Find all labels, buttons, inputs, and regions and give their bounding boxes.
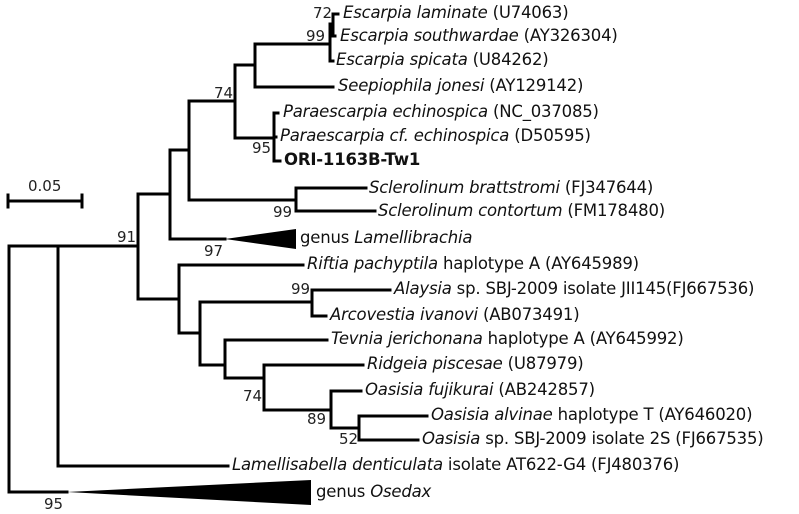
taxon-label: Arcovestia ivanovi (AB073491) [330,305,580,324]
collapsed-clade-lamellibrachia [225,229,296,249]
collapsed-clade-label: genus Lamellibrachia [300,228,473,247]
bootstrap-value: 74 [214,84,234,102]
taxon-label: Escarpia southwardae (AY326304) [340,26,618,45]
taxon-label: Oasisia alvinae haplotype T (AY646020) [431,405,753,424]
taxon-label: Oasisia sp. SBJ-2009 isolate 2S (FJ66753… [422,429,764,448]
taxon-label: Sclerolinum brattstromi (FJ347644) [369,178,654,197]
taxon-label: Sclerolinum contortum (FM178480) [378,201,665,220]
collapsed-clade-label: genus Osedax [316,482,432,501]
taxon-label: Ridgeia piscesae (U87979) [367,354,584,373]
taxon-label: Oasisia fujikurai (AB242857) [365,380,595,399]
bootstrap-value: 52 [339,430,359,448]
taxon-label: Seepiophila jonesi (AY129142) [338,76,584,95]
taxon-label: Riftia pachyptila haplotype A (AY645989) [307,254,639,273]
bootstrap-value: 89 [307,410,327,428]
bootstrap-value: 99 [291,280,311,298]
bootstrap-value: 99 [273,203,293,221]
bootstrap-value: 99 [306,27,326,45]
bootstrap-value: 97 [204,242,224,260]
bootstrap-value: 95 [252,139,272,157]
bootstrap-value: 95 [44,495,64,513]
bootstrap-value: 91 [117,228,137,246]
scale-bar-label: 0.05 [28,177,62,195]
taxon-label: Lamellisabella denticulata isolate AT622… [232,455,680,474]
taxon-label: Paraescarpia echinospica (NC_037085) [283,102,599,121]
scale-bar [6,193,84,209]
taxon-label: Tevnia jerichonana haplotype A (AY645992… [331,329,684,348]
bootstrap-value: 72 [313,4,333,22]
taxon-label: Escarpia spicata (U84262) [336,50,549,69]
taxon-label-highlight: ORI-1163B-Tw1 [284,150,421,169]
collapsed-clade-osedax [67,480,311,505]
bootstrap-value: 74 [243,387,263,405]
taxon-label: Escarpia laminate (U74063) [343,3,569,22]
taxon-label: Alaysia sp. SBJ-2009 isolate JII145(FJ66… [394,279,755,298]
taxon-label: Paraescarpia cf. echinospica (D50595) [280,126,591,145]
